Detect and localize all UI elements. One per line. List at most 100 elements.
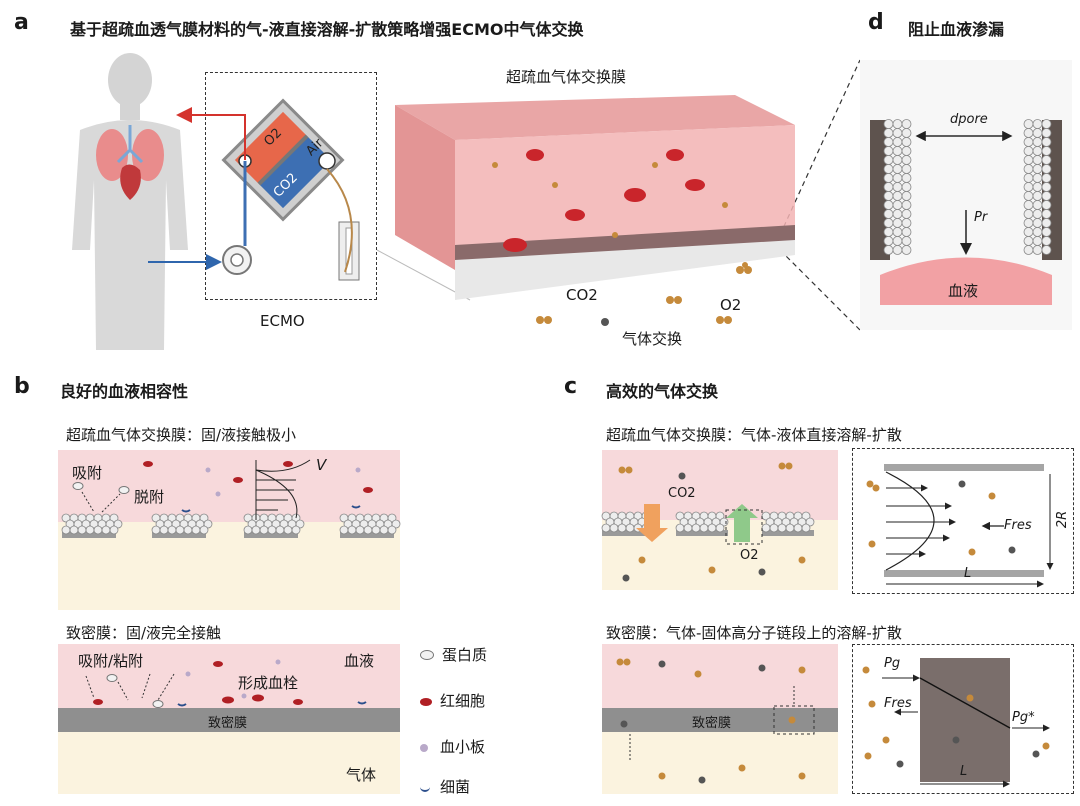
particle (892, 155, 903, 165)
gas-exchange-label: 气体交换 (622, 330, 683, 348)
particle (892, 200, 903, 210)
particle (283, 525, 293, 535)
particle (901, 182, 912, 192)
particle (291, 525, 301, 535)
c-bottom-scene (602, 644, 838, 794)
particle (379, 525, 389, 535)
panel-b-title: 良好的血液相容性 (60, 382, 189, 401)
particle (883, 164, 894, 174)
particle (1023, 146, 1034, 156)
pillar-base (62, 532, 116, 538)
particle (892, 137, 903, 147)
particle (1023, 182, 1034, 192)
c-dense-box (852, 644, 1074, 794)
particle (1041, 227, 1052, 237)
particle (892, 245, 903, 255)
b-bottom-caption: 致密膜：固/液完全接触 (66, 624, 222, 642)
particle (109, 525, 119, 535)
pillar-base (676, 530, 728, 536)
particle (167, 525, 177, 535)
particle (892, 146, 903, 156)
particle (901, 200, 912, 210)
particle (1023, 227, 1034, 237)
c-fres2: Fres (884, 696, 912, 711)
pr-label: Pr (974, 210, 988, 225)
particle (883, 209, 894, 219)
membrane-label: 超疏血气体交换膜 (506, 68, 627, 86)
pillar-base (762, 530, 814, 536)
panel-b-letter: b (14, 374, 30, 399)
particle (243, 525, 253, 535)
particle (675, 523, 685, 533)
particle (1041, 128, 1052, 138)
particle (1041, 209, 1052, 219)
panel-d-title: 阻止血液渗漏 (908, 20, 1005, 39)
particle (1023, 173, 1034, 183)
particle (183, 525, 193, 535)
particle (1032, 227, 1043, 237)
particle (785, 523, 795, 533)
b-blood: 血液 (344, 652, 375, 670)
particle (191, 525, 201, 535)
particle (1032, 128, 1043, 138)
particle (1032, 209, 1043, 219)
particle (1032, 119, 1043, 129)
legend-protein: 蛋白质 (420, 644, 487, 665)
particle (347, 525, 357, 535)
particle (1023, 245, 1034, 255)
particle (1023, 236, 1034, 246)
particle (1041, 164, 1052, 174)
particle (777, 523, 787, 533)
particle (901, 137, 912, 147)
c-co2: CO2 (668, 486, 696, 501)
legend-platelet: 血小板 (420, 736, 485, 757)
particle (1032, 137, 1043, 147)
particle (892, 164, 903, 174)
particle (1032, 236, 1043, 246)
ecmo-box (205, 72, 377, 300)
particle (691, 523, 701, 533)
particle (625, 523, 635, 533)
a-gas-molecules (536, 266, 752, 326)
panel-a-title: 基于超疏血透气膜材料的气-液直接溶解-扩散策略增强ECMO中气体交换 (70, 20, 584, 39)
b-gas: 气体 (346, 766, 377, 784)
particle (699, 523, 709, 533)
particle (901, 209, 912, 219)
particle (1032, 173, 1043, 183)
particle (901, 173, 912, 183)
particle (295, 519, 305, 529)
particle (371, 525, 381, 535)
particle (901, 119, 912, 129)
c-l: L (964, 566, 972, 581)
particle (801, 511, 811, 521)
particle (199, 513, 209, 523)
particle (275, 525, 285, 535)
legend-bacteria: 细菌 (420, 776, 470, 797)
particle (1023, 164, 1034, 174)
particle (1041, 146, 1052, 156)
c-tube-box (852, 448, 1074, 594)
particle (251, 525, 261, 535)
particle (901, 128, 912, 138)
particle (1032, 191, 1043, 201)
particle (93, 525, 103, 535)
particle (175, 525, 185, 535)
particle (259, 525, 269, 535)
particle (113, 519, 123, 529)
particle (901, 245, 912, 255)
particle (761, 523, 771, 533)
particle (1041, 200, 1052, 210)
c-pg-star: Pg* (1012, 710, 1035, 725)
panel-d-letter: d (868, 10, 884, 35)
b-top-scene (58, 450, 401, 610)
particle (892, 209, 903, 219)
particle (1023, 191, 1034, 201)
particle (892, 119, 903, 129)
particle (801, 523, 811, 533)
particle (883, 173, 894, 183)
particle (1041, 119, 1052, 129)
panel-c-letter: c (564, 374, 578, 399)
b-dense-membrane: 致密膜 (208, 716, 248, 731)
particle (883, 218, 894, 228)
